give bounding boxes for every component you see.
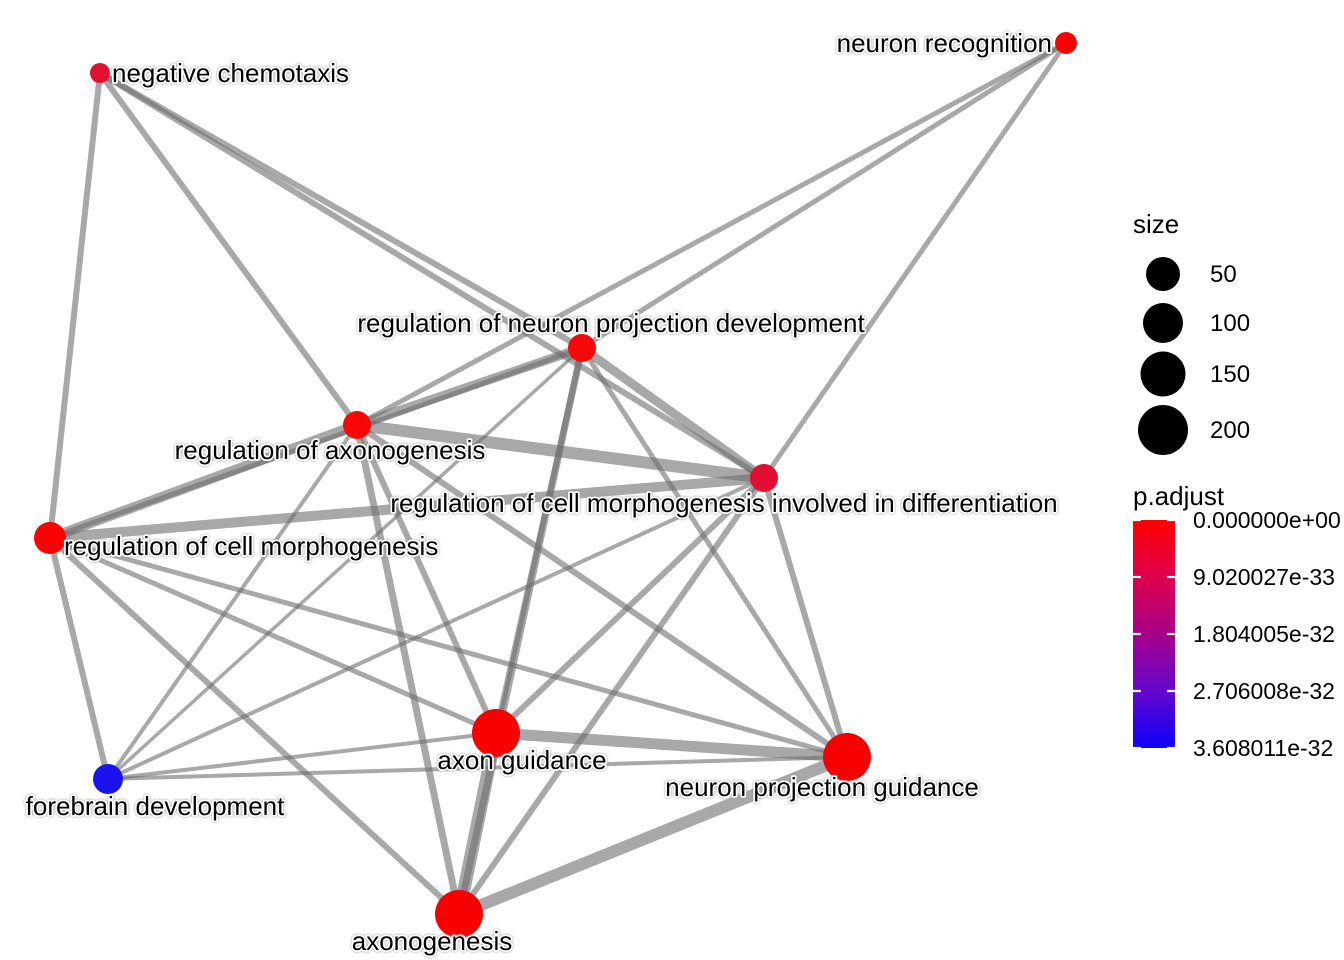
edge-nc--ra bbox=[97, 70, 360, 428]
size-legend-dot-200 bbox=[1138, 405, 1188, 455]
edge-rnpd--fd bbox=[106, 346, 584, 781]
padjust-tick-label-2: 1.804005e-32 bbox=[1193, 621, 1335, 647]
node-rnpd bbox=[568, 334, 596, 362]
edge-rcm--npg bbox=[47, 535, 850, 760]
node-nc bbox=[90, 63, 110, 83]
padjust-tick-label-4: 3.608011e-32 bbox=[1193, 735, 1333, 761]
node-label-ag: axon guidance bbox=[437, 745, 606, 775]
node-label-fd: forebrain development bbox=[26, 791, 285, 821]
edge-layer bbox=[45, 40, 1069, 921]
size-legend-dot-50 bbox=[1146, 257, 1180, 291]
node-label-rcmid: regulation of cell morphogenesis involve… bbox=[390, 488, 1057, 518]
edge-ag--axg bbox=[452, 726, 503, 921]
padjust-legend-title: p.adjust bbox=[1133, 481, 1225, 511]
node-label-axg: axonogenesis bbox=[352, 926, 512, 956]
edge-npg--axg bbox=[453, 751, 853, 920]
padjust-gradient-labels: 0.000000e+00 9.020027e-33 1.804005e-32 2.70… bbox=[1193, 507, 1341, 761]
size-legend-items: 50 100 150 200 bbox=[1138, 257, 1250, 455]
padjust-legend: p.adjust 0.000000e+00 9.020027e-33 1.80400… bbox=[1133, 481, 1341, 761]
edge-rcmid--npg bbox=[761, 475, 850, 760]
size-legend-label-150: 150 bbox=[1210, 361, 1250, 388]
size-legend: size 50 100 150 200 bbox=[1133, 209, 1250, 455]
node-fd bbox=[93, 764, 123, 794]
edge-nc--rcm bbox=[47, 70, 103, 541]
edge-rnpd--rcmid bbox=[577, 343, 769, 483]
size-legend-label-100: 100 bbox=[1210, 310, 1250, 337]
node-rcmid bbox=[750, 464, 778, 492]
edge-rcm--axg bbox=[47, 535, 462, 917]
padjust-tick-label-3: 2.706008e-32 bbox=[1193, 678, 1335, 704]
edge-nr--ra bbox=[354, 40, 1069, 428]
edge-rcmid--rcm bbox=[45, 473, 769, 543]
edge-ag--fd bbox=[106, 731, 498, 781]
edge-rcmid--fd bbox=[106, 476, 766, 781]
node-npg bbox=[823, 733, 871, 781]
edge-ra--rcmid bbox=[351, 419, 770, 484]
node-nr bbox=[1055, 32, 1077, 54]
node-ra bbox=[343, 411, 371, 439]
padjust-tick-label-1: 9.020027e-33 bbox=[1193, 564, 1335, 590]
node-label-nr: neuron recognition bbox=[837, 28, 1052, 58]
node-rcm bbox=[34, 522, 66, 554]
size-legend-label-200: 200 bbox=[1210, 417, 1250, 444]
node-label-rcm: regulation of cell morphogenesis bbox=[64, 531, 438, 561]
edge-nr--rcmid bbox=[761, 40, 1069, 481]
edge-rcmid--axg bbox=[456, 475, 767, 917]
edge-ra--npg bbox=[354, 422, 850, 760]
edge-rcm--ag bbox=[47, 535, 499, 736]
edge-ra--fd bbox=[106, 423, 359, 781]
edge-nr--rnpd bbox=[579, 40, 1069, 351]
edge-npg--fd bbox=[106, 755, 849, 781]
node-label-nc: negative chemotaxis bbox=[112, 58, 349, 88]
node-label-npg: neuron projection guidance bbox=[665, 772, 979, 802]
size-legend-title: size bbox=[1133, 209, 1179, 239]
padjust-tick-label-0: 0.000000e+00 bbox=[1193, 507, 1341, 533]
node-ag bbox=[472, 709, 520, 757]
edge-nc--rcmid bbox=[97, 70, 767, 481]
size-legend-dot-100 bbox=[1143, 303, 1183, 343]
edge-rcm--fd bbox=[47, 535, 111, 782]
size-legend-label-50: 50 bbox=[1210, 261, 1237, 288]
label-layer: negative chemotaxis neuron recognition reg… bbox=[24, 26, 1059, 958]
padjust-gradient-ticks bbox=[1133, 518, 1175, 750]
edge-ra--rcm bbox=[45, 420, 362, 543]
edge-ra--ag bbox=[354, 422, 499, 736]
node-layer bbox=[34, 32, 1077, 938]
edge-ag--npg bbox=[490, 727, 853, 763]
node-label-rnpd: regulation of neuron projection developm… bbox=[357, 308, 865, 338]
node-axg bbox=[435, 890, 483, 938]
size-legend-dot-150 bbox=[1140, 351, 1186, 397]
node-label-ra: regulation of axonogenesis bbox=[175, 435, 486, 465]
edge-rcmid--ag bbox=[493, 475, 767, 736]
